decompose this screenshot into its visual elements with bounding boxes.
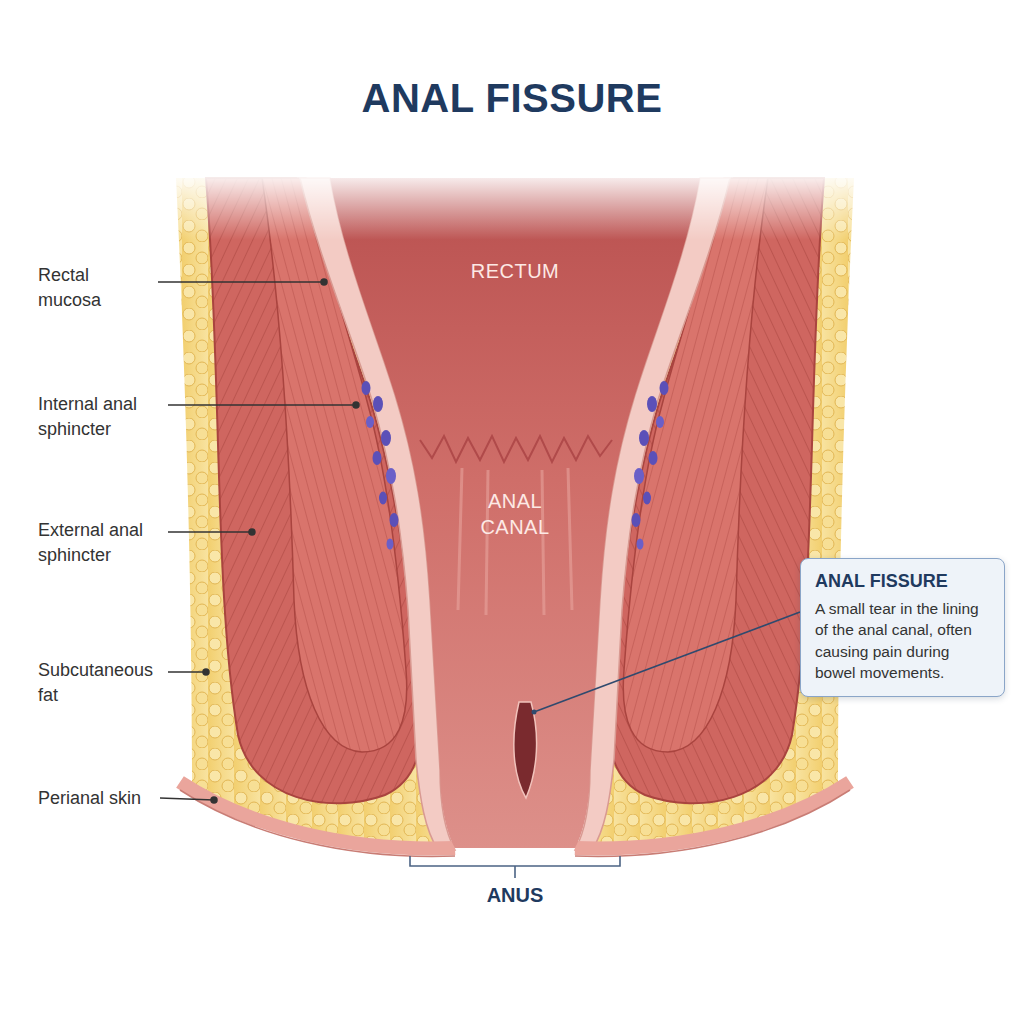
part-label: Subcutaneous fat [38, 658, 178, 708]
region-label: ANAL CANAL [470, 488, 560, 540]
diagram-title: ANAL FISSURE [0, 76, 1024, 121]
part-label: External anal sphincter [38, 518, 178, 568]
callout-text: A small tear in the lining of the anal c… [815, 598, 990, 684]
part-label: Perianal skin [38, 786, 208, 811]
callout-box: ANAL FISSURE A small tear in the lining o… [800, 558, 1005, 697]
part-label: Rectal mucosa [38, 263, 138, 313]
callout-heading: ANAL FISSURE [815, 571, 990, 592]
region-label: ANUS [455, 884, 575, 907]
part-label: Internal anal sphincter [38, 392, 178, 442]
region-label: RECTUM [435, 258, 595, 284]
